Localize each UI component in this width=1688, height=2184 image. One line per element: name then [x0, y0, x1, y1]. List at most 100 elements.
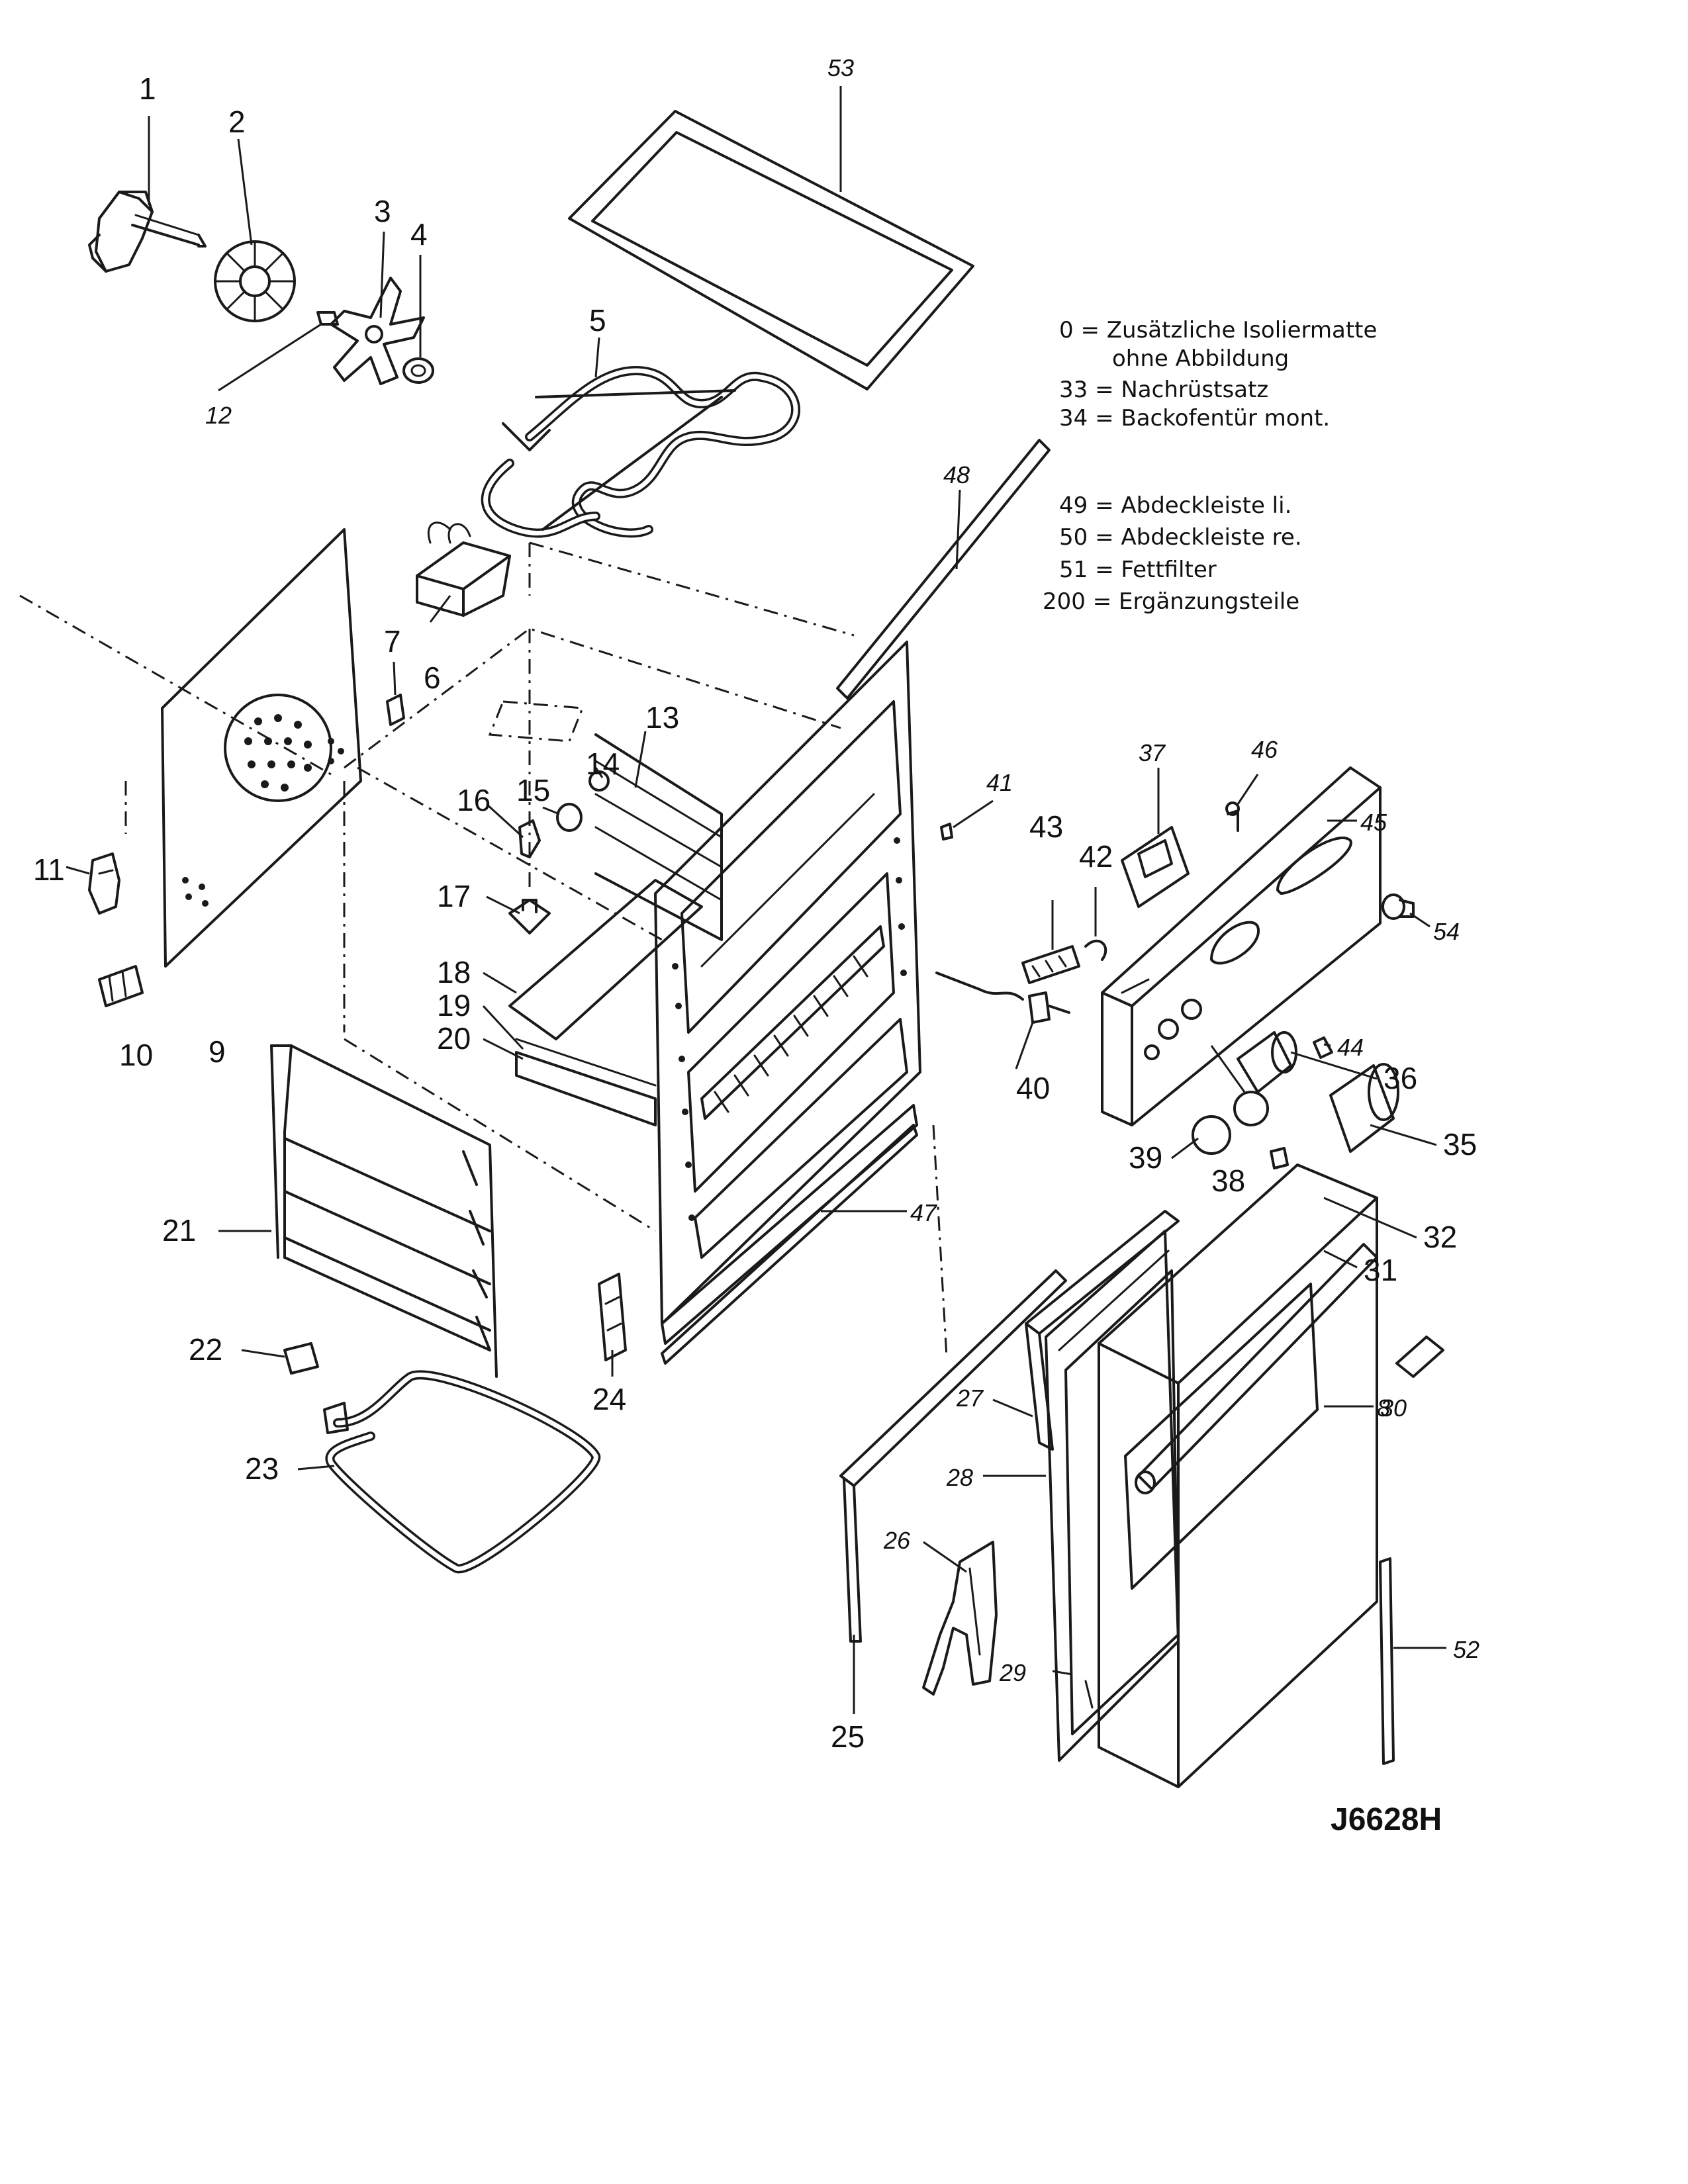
part-label-11: 11: [33, 852, 65, 887]
part-2-fan-impeller: [214, 240, 296, 322]
part-label-29: 29: [999, 1659, 1026, 1686]
part-label-7: 7: [384, 624, 401, 659]
part-label-23: 23: [245, 1451, 279, 1486]
part-label-18: 18: [437, 955, 471, 989]
part-29-glass-frame: [1064, 1269, 1180, 1735]
part-label-36: 36: [1383, 1061, 1417, 1095]
part-48-trim-strip: [836, 439, 1051, 700]
part-18-grease-plate: [508, 879, 703, 1040]
part-label-6: 6: [424, 660, 441, 695]
part-53-top-frame: [568, 110, 974, 390]
part-label-2: 2: [228, 105, 246, 139]
part-42-cable-clip: [1084, 939, 1107, 961]
vent-holes: [182, 714, 344, 907]
part-label-43: 43: [1029, 809, 1063, 844]
part-label-8: 8: [1377, 1394, 1390, 1422]
part-label-38: 38: [1211, 1163, 1245, 1198]
part-40-sensor: [935, 972, 1070, 1024]
part-10-terminal-block: [98, 965, 144, 1007]
part-38-cap: [1233, 1091, 1269, 1126]
oven-rack: [700, 925, 885, 1120]
part-37-timer: [1121, 826, 1190, 908]
part-52-strip: [1379, 1557, 1395, 1765]
frame-slots: [672, 837, 907, 1221]
legend-line-51: 51 = Fettfilter: [1059, 557, 1217, 583]
leader-lines: [66, 86, 1446, 1714]
part-label-25: 25: [831, 1719, 865, 1754]
part-label-32: 32: [1423, 1220, 1457, 1254]
part-28-inner-glass: [1045, 1230, 1180, 1762]
oven-front-frame: [654, 641, 921, 1345]
part-22-clip: [283, 1342, 319, 1375]
legend-line-0: 0 = Zusätzliche Isoliermatte: [1059, 317, 1377, 343]
part-27-door-gasket: [1025, 1210, 1180, 1451]
part-32-stub: [1270, 1147, 1289, 1169]
part-label-1: 1: [139, 71, 156, 106]
part-11-switch: [88, 852, 120, 915]
part-41-screw: [940, 823, 953, 841]
part-label-26: 26: [883, 1527, 911, 1554]
part-label-42: 42: [1079, 839, 1113, 874]
part-24-hinge-bracket: [598, 1273, 627, 1361]
part-21-shelf-support: [270, 1044, 498, 1378]
part-label-14: 14: [586, 747, 620, 781]
part-label-37: 37: [1139, 739, 1166, 766]
part-31-door-handle: [1135, 1243, 1378, 1494]
part-label-30: 30: [1380, 1394, 1407, 1422]
legend-line-49: 49 = Abdeckleiste li.: [1059, 492, 1291, 519]
part-label-41: 41: [986, 769, 1013, 796]
part-label-3: 3: [374, 194, 391, 228]
part-label-48: 48: [943, 461, 970, 488]
part-label-28: 28: [946, 1464, 973, 1491]
part-9-rear-panel: [161, 528, 362, 968]
part-45-control-panel: [1101, 766, 1382, 1126]
part-label-39: 39: [1129, 1140, 1162, 1175]
part-46-pin: [1225, 801, 1240, 832]
part-label-53: 53: [827, 54, 854, 81]
part-17-bracket: [508, 899, 551, 934]
parts-legend: 0 = Zusätzliche Isoliermatte ohne Abbild…: [1043, 317, 1377, 615]
part-label-35: 35: [1443, 1127, 1477, 1161]
part-8-end-cap: [1395, 1336, 1444, 1378]
part-label-12: 12: [205, 402, 232, 429]
part-7-clip: [386, 694, 405, 726]
part-44-button: [1313, 1036, 1333, 1059]
part-label-13: 13: [645, 700, 679, 735]
part-3-fan-blade: [330, 277, 425, 385]
part-4-nut: [402, 357, 434, 384]
cabinet-outline: [19, 541, 948, 1357]
part-label-4: 4: [410, 217, 428, 251]
part-label-5: 5: [589, 303, 606, 338]
part-label-17: 17: [437, 879, 471, 913]
part-label-15: 15: [516, 773, 550, 807]
part-label-16: 16: [457, 783, 491, 817]
part-26-door-hinge: [922, 1541, 998, 1696]
part-label-46: 46: [1251, 736, 1278, 763]
part-label-54: 54: [1433, 918, 1460, 945]
part-36-control-knob: [1237, 1031, 1297, 1093]
legend-line-34: 34 = Backofentür mont.: [1059, 405, 1330, 432]
part-label-21: 21: [162, 1213, 196, 1248]
part-label-22: 22: [189, 1332, 222, 1367]
part-label-45: 45: [1360, 809, 1387, 836]
legend-line-200: 200 = Ergänzungsteile: [1043, 588, 1299, 615]
part-label-19: 19: [437, 988, 471, 1023]
legend-line-50: 50 = Abdeckleiste re.: [1059, 524, 1302, 551]
part-number-labels: 1 2 3 4 5 6 7 8 9 10 11 12 13 14 15 16 1…: [33, 54, 1479, 1754]
part-25-door-seal: [839, 1269, 1067, 1643]
legend-line-0b: ohne Abbildung: [1112, 345, 1289, 372]
part-label-44: 44: [1337, 1034, 1364, 1061]
part-13-cavity-side: [594, 733, 723, 941]
part-15-lamp-glass: [556, 803, 583, 832]
part-label-31: 31: [1364, 1253, 1397, 1287]
part-43-switch-block: [1021, 945, 1080, 984]
part-35-control-knob: [1329, 1063, 1399, 1153]
part-label-27: 27: [956, 1385, 984, 1412]
part-47-bottom-strip: [661, 1124, 918, 1365]
part-12-shaft-hub: [218, 311, 339, 392]
part-label-40: 40: [1016, 1071, 1050, 1105]
part-30-oven-door: [1098, 1163, 1378, 1788]
part-16-lamp-socket: [518, 819, 541, 858]
